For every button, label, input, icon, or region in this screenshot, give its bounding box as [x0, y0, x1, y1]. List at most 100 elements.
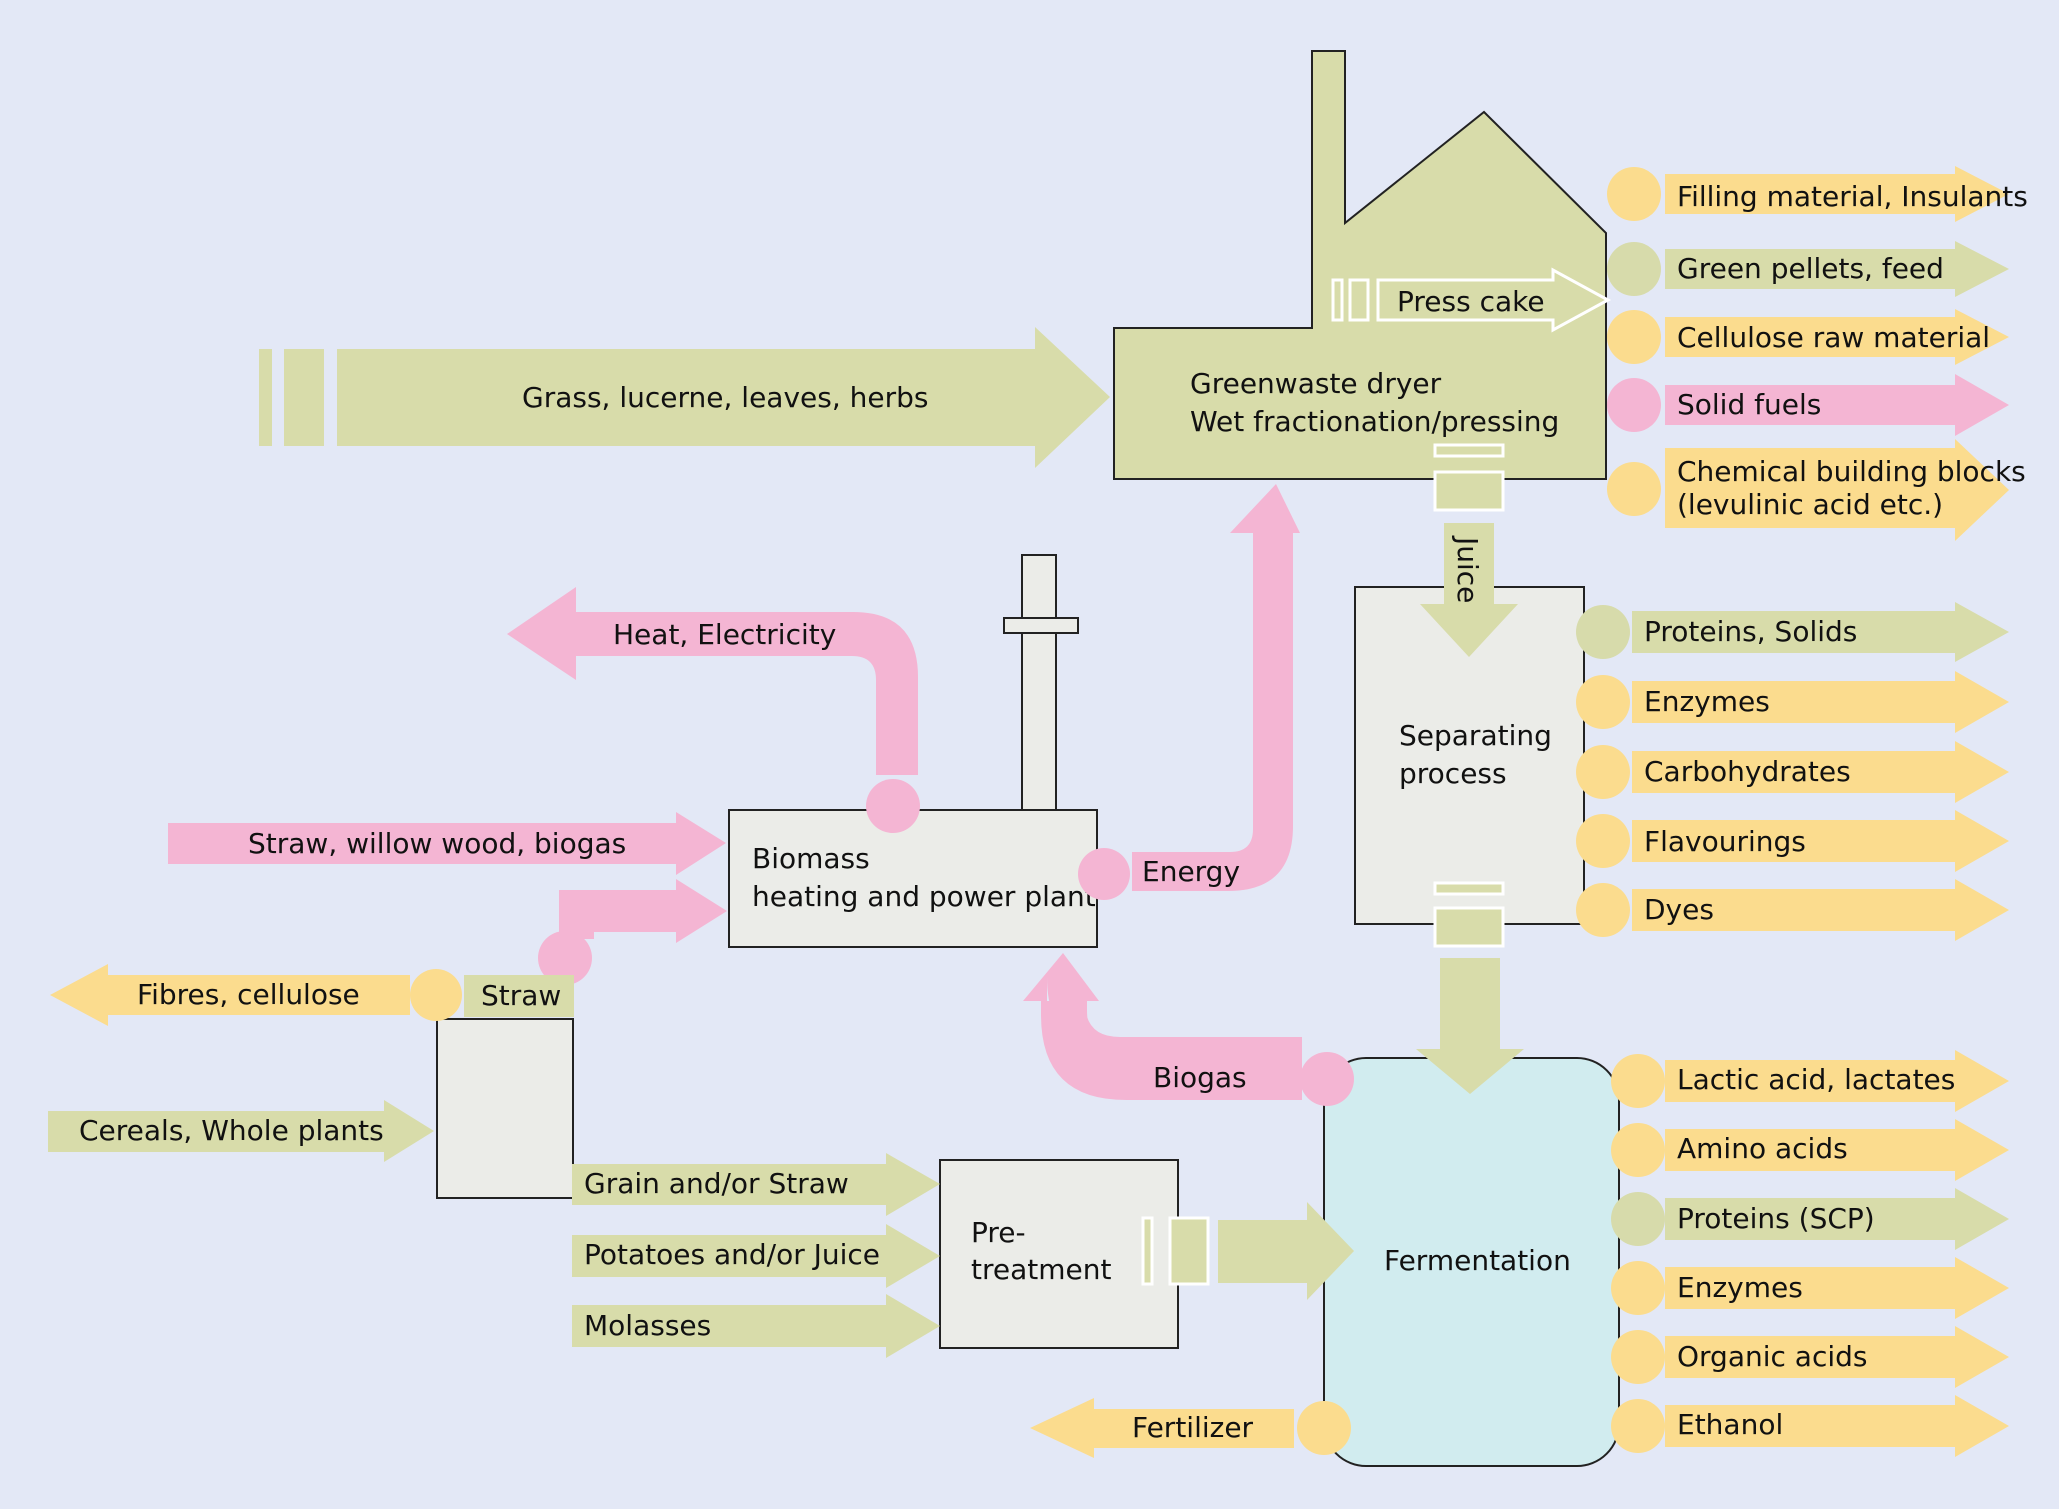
- product-filling-label: Filling material, Insulants: [1677, 180, 2028, 213]
- pretreatment-label-2: treatment: [971, 1253, 1111, 1286]
- product-carbohydrates-label: Carbohydrates: [1644, 755, 1851, 788]
- juice-stripe: [1433, 470, 1505, 512]
- product-proteins-scp-label: Proteins (SCP): [1677, 1202, 1875, 1235]
- product-enzymes-label: Enzymes: [1677, 1271, 1803, 1304]
- product-flavourings-label: Flavourings: [1644, 825, 1806, 858]
- energy-label: Energy: [1142, 855, 1240, 888]
- product-marker: [1611, 1261, 1665, 1315]
- energy-marker: [1078, 848, 1130, 900]
- separating-to-fermentation-arrow: [1416, 958, 1524, 1094]
- product-marker: [1576, 814, 1630, 868]
- product-arrow: [1632, 671, 2009, 733]
- product-arrow: [1665, 1395, 2009, 1457]
- product-marker: [1611, 1123, 1665, 1177]
- factory-building: [1113, 50, 1607, 480]
- product-chemical-sub-label: (levulinic acid etc.): [1677, 488, 1943, 521]
- product-organic-acids-label: Organic acids: [1677, 1340, 1868, 1373]
- product-arrow: [1665, 1188, 2009, 1250]
- product-marker: [1607, 167, 1661, 221]
- separating-label-1: Separating: [1399, 719, 1552, 752]
- separating-out-stripe: [1433, 881, 1505, 896]
- juice-label: Juice: [1451, 535, 1484, 603]
- juice-stripe: [1433, 443, 1505, 458]
- grass-input-arrow: [337, 327, 1110, 468]
- biomass-label-1: Biomass: [752, 842, 870, 875]
- product-arrow: [1632, 602, 2009, 662]
- cereals-input-arrow: [48, 1100, 434, 1162]
- product-marker: [1611, 1330, 1665, 1384]
- grass-stripe: [259, 349, 272, 446]
- grain-straw-label: Grain and/or Straw: [584, 1167, 849, 1200]
- pretreatment-box: [939, 1159, 1179, 1349]
- product-solid-fuels-label: Solid fuels: [1677, 388, 1821, 421]
- biogas-arrow: [1023, 953, 1302, 1100]
- cereals-input-label: Cereals, Whole plants: [79, 1114, 384, 1147]
- separating-products: Proteins, Solids Enzymes Carbohydrates F…: [1576, 602, 2009, 941]
- pretreatment-out-stripe: [1168, 1216, 1210, 1286]
- biomass-label-2: heating and power plant: [752, 880, 1096, 913]
- grass-stripe: [284, 349, 324, 446]
- greenwaste-label-1: Greenwaste dryer: [1190, 367, 1442, 400]
- straw-willow-label: Straw, willow wood, biogas: [248, 827, 626, 860]
- product-marker: [1607, 242, 1661, 296]
- product-dyes-label: Dyes: [1644, 893, 1714, 926]
- fermentation-label: Fermentation: [1384, 1244, 1571, 1277]
- straw-to-biomass-arrow: [559, 879, 727, 943]
- heat-electricity-arrow: [507, 587, 918, 775]
- biogas-label: Biogas: [1153, 1061, 1247, 1094]
- product-arrow: [1665, 309, 2009, 365]
- product-arrow: [1632, 810, 2009, 872]
- product-marker: [1611, 1399, 1665, 1453]
- heat-marker: [866, 779, 920, 833]
- product-arrow: [1632, 741, 2009, 803]
- pretreatment-to-fermentation-arrow: [1218, 1202, 1354, 1300]
- product-arrow: [1665, 166, 2009, 222]
- product-arrow: [1665, 1119, 2009, 1181]
- greenwaste-label-2: Wet fractionation/pressing: [1190, 405, 1559, 438]
- product-chemical-label: Chemical building blocks: [1677, 455, 2026, 488]
- product-arrow: [1665, 1050, 2009, 1112]
- fertilizer-label: Fertilizer: [1132, 1411, 1254, 1444]
- product-marker: [1576, 883, 1630, 937]
- greenwaste-products: Filling material, Insulants Green pellet…: [1607, 166, 2028, 541]
- product-arrow: [1665, 241, 2009, 297]
- fibres-label: Fibres, cellulose: [137, 978, 360, 1011]
- fertilizer-arrow: [1030, 1398, 1294, 1458]
- heat-electricity-label: Heat, Electricity: [613, 618, 836, 651]
- straw-marker-pink: [538, 931, 592, 985]
- straw-label: Straw: [481, 979, 561, 1012]
- product-marker: [1576, 745, 1630, 799]
- grain-straw-arrow: [572, 1153, 940, 1216]
- fibres-arrow: [50, 964, 410, 1026]
- potatoes-juice-arrow: [572, 1224, 940, 1288]
- pretreatment-out-stripe: [1141, 1216, 1154, 1286]
- product-lactic-acid-label: Lactic acid, lactates: [1677, 1063, 1955, 1096]
- product-amino-acids-label: Amino acids: [1677, 1132, 1848, 1165]
- potatoes-juice-label: Potatoes and/or Juice: [584, 1238, 880, 1271]
- fertilizer-marker: [1297, 1401, 1351, 1455]
- molasses-label: Molasses: [584, 1309, 711, 1342]
- product-arrow: [1632, 879, 2009, 941]
- energy-arrow: [1132, 484, 1300, 891]
- product-arrow: [1665, 1326, 2009, 1388]
- product-marker: [1611, 1054, 1665, 1108]
- straw-willow-arrow: [168, 812, 726, 875]
- cereal-processing-box: [436, 1018, 574, 1199]
- product-cellulose-label: Cellulose raw material: [1677, 321, 1990, 354]
- fermentation-products: Lactic acid, lactates Amino acids Protei…: [1611, 1050, 2009, 1457]
- press-cake-stripe: [1331, 278, 1344, 322]
- straw-label-box: [464, 975, 574, 1017]
- product-green-pellets-label: Green pellets, feed: [1677, 252, 1944, 285]
- product-arrow: [1665, 374, 2009, 436]
- product-arrow: [1665, 439, 2009, 541]
- product-marker: [1576, 675, 1630, 729]
- product-proteins-solids-label: Proteins, Solids: [1644, 615, 1857, 648]
- product-marker: [1607, 378, 1661, 432]
- press-cake-arrow: [1376, 267, 1612, 333]
- grass-input-label: Grass, lucerne, leaves, herbs: [522, 381, 928, 414]
- press-cake-label: Press cake: [1397, 285, 1545, 318]
- chimney: [1021, 554, 1057, 812]
- separating-out-stripe: [1433, 906, 1505, 948]
- product-marker: [1611, 1192, 1665, 1246]
- product-marker: [1607, 462, 1661, 516]
